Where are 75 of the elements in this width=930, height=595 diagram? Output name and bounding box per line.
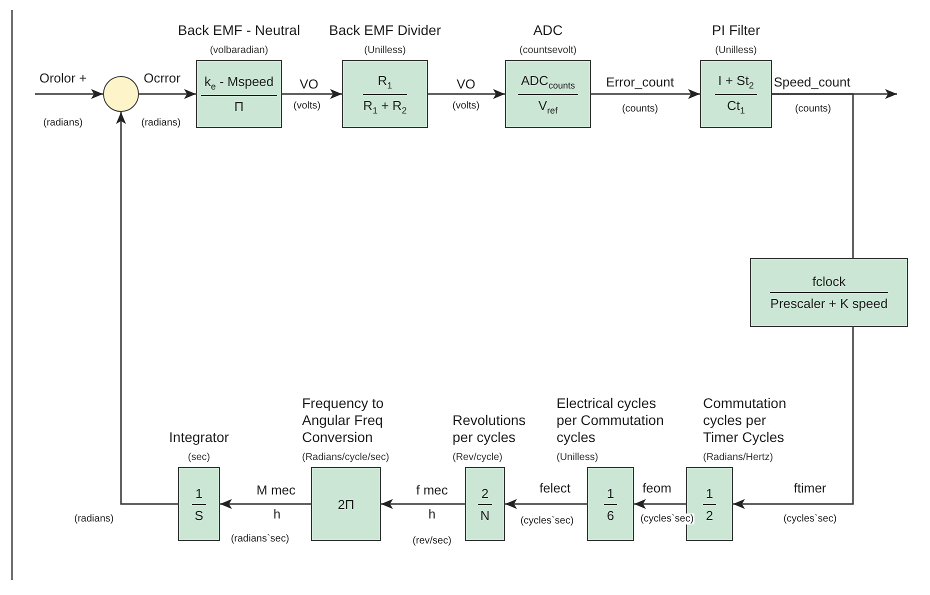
fraction-denominator: 6: [606, 506, 616, 522]
signal-arrow: [505, 499, 587, 509]
unit-label: h: [427, 506, 437, 522]
unit-label: (radians`sec): [230, 534, 290, 544]
edge-label: Ocrror: [142, 70, 182, 86]
fraction-numerator: I + St$_{2}$: [715, 72, 757, 94]
unit-label: (Unilless): [556, 452, 598, 463]
edge-label: Error_count: [605, 74, 675, 90]
fraction-denominator: Π: [233, 98, 245, 114]
fraction-numerator: 1: [604, 486, 618, 504]
fraction-denominator: Prescaler + K speed: [770, 295, 888, 311]
unit-label: (countsevolt): [519, 45, 577, 56]
signal-arrow: [428, 89, 505, 99]
unit-label: (sec): [188, 452, 210, 463]
edge-label: M mec: [256, 482, 296, 498]
fraction-numerator: 1: [702, 486, 716, 504]
unit-label: (rev/sec): [412, 536, 452, 546]
fraction-denominator: N: [479, 506, 491, 522]
unit-label: (Unilless): [715, 45, 757, 56]
signal-arrow: [591, 89, 700, 99]
block-title: Revolutions per cycles: [452, 412, 527, 446]
fraction-denominator: Ct$_{1}$: [726, 96, 746, 116]
signal-arrow: [139, 89, 196, 99]
fraction-denominator: 2: [704, 506, 714, 522]
signal-arrow: [381, 499, 465, 509]
fraction-denominator: R$_{1}$ + R$_{2}$: [363, 96, 407, 116]
fraction-numerator: R$_{1}$: [363, 72, 407, 94]
edge-label: Speed_count: [772, 74, 852, 90]
block-title: Back EMF Divider: [328, 22, 442, 39]
edge-label: felect: [538, 480, 572, 496]
unit-label: (Unilless): [364, 45, 406, 56]
unit-label: (Radians/Hertz): [703, 452, 774, 463]
fraction-numerator: ADC$_{counts}$: [518, 72, 578, 94]
edge-label: VO: [298, 76, 320, 92]
block-title: PI Filter: [712, 22, 760, 39]
unit-label: (radians): [140, 118, 182, 128]
signal-arrow: [35, 89, 103, 99]
block-title: Electrical cycles per Commutation cycles: [556, 395, 664, 446]
transfer-block: [750, 258, 908, 327]
edge-label: VO: [456, 76, 476, 92]
signal-arrow: [116, 112, 178, 505]
block-title: ADC: [533, 22, 563, 39]
edge-label: f mec: [415, 482, 449, 498]
unit-label: (counts): [620, 104, 660, 114]
unit-label: (cycles`sec): [519, 516, 575, 526]
unit-label: (radians): [42, 118, 84, 128]
unit-label: h: [272, 506, 282, 522]
signal-arrow: [282, 89, 342, 99]
summing-junction: [103, 76, 139, 112]
block-title: Commutation cycles per Timer Cycles: [703, 395, 788, 446]
block-title: Frequency to Angular Freq Conversion: [302, 395, 385, 446]
unit-label: (volts): [292, 100, 322, 112]
edge-label: feom: [642, 480, 672, 496]
fraction-denominator: S: [194, 506, 204, 522]
unit-label: (volts): [451, 100, 481, 112]
block-title: Integrator: [169, 429, 229, 446]
fraction-denominator: V$_{ref}$: [537, 96, 559, 116]
signal-arrow: [634, 499, 686, 509]
gain-formula: 2Π: [338, 496, 354, 512]
fraction-numerator: k$_{e}$ - Mspeed: [201, 74, 277, 96]
unit-label: (radians): [73, 514, 115, 524]
edge-label: Orolor +: [38, 70, 88, 86]
fraction-numerator: fclock: [770, 274, 888, 293]
edge-label: ftimer: [792, 480, 828, 496]
unit-label: (Rev/cycle): [452, 452, 503, 463]
unit-label: (volbaradian): [210, 45, 268, 56]
signal-arrow: [733, 327, 854, 509]
unit-label: (cycles`sec): [639, 514, 695, 524]
unit-label: (counts): [794, 104, 832, 114]
fraction-numerator: 1: [192, 486, 206, 504]
unit-label: (Radians/cycle/sec): [302, 452, 390, 463]
fraction-numerator: 2: [478, 486, 492, 504]
block-title: Back EMF - Neutral: [178, 22, 300, 39]
unit-label: (cycles`sec): [782, 514, 838, 524]
signal-arrow: [220, 499, 311, 509]
